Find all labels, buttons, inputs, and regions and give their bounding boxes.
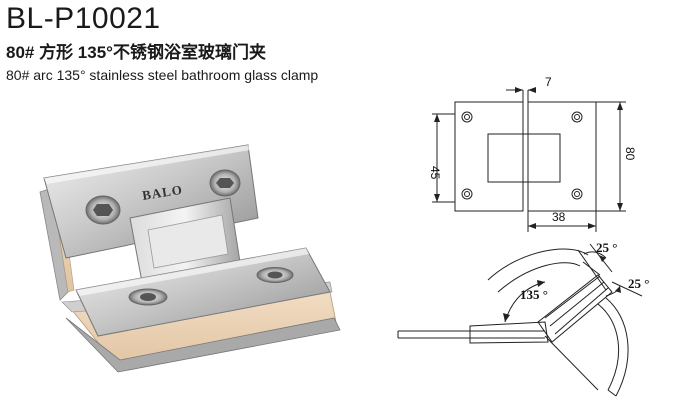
screw-icon	[85, 195, 121, 225]
technical-drawing-angle	[397, 243, 643, 397]
technical-drawing-front	[432, 89, 626, 232]
angle-top-label: 25 °	[596, 240, 617, 255]
product-title-chinese: 80# 方形 135°不锈钢浴室玻璃门夹	[6, 43, 266, 62]
product-image: BALO	[39, 144, 341, 373]
screw-icon	[128, 288, 168, 306]
dimension-height-right-label: 80	[623, 147, 637, 161]
angle-right-label: 25 °	[628, 276, 649, 291]
angle-arrows	[503, 255, 621, 322]
dimension-arrows	[434, 87, 623, 229]
dimension-height-left-label: 45	[428, 166, 442, 180]
screw-icon	[209, 169, 241, 197]
dimension-gap-label: 7	[545, 75, 552, 89]
dimension-width-bottom-label: 38	[552, 210, 566, 224]
model-number: BL-P10021	[6, 2, 161, 35]
angle-main-label: 135 °	[520, 287, 548, 302]
screw-icon	[256, 267, 294, 283]
product-title-english: 80# arc 135° stainless steel bathroom gl…	[6, 67, 319, 83]
brand-logo: BALO	[141, 182, 184, 203]
